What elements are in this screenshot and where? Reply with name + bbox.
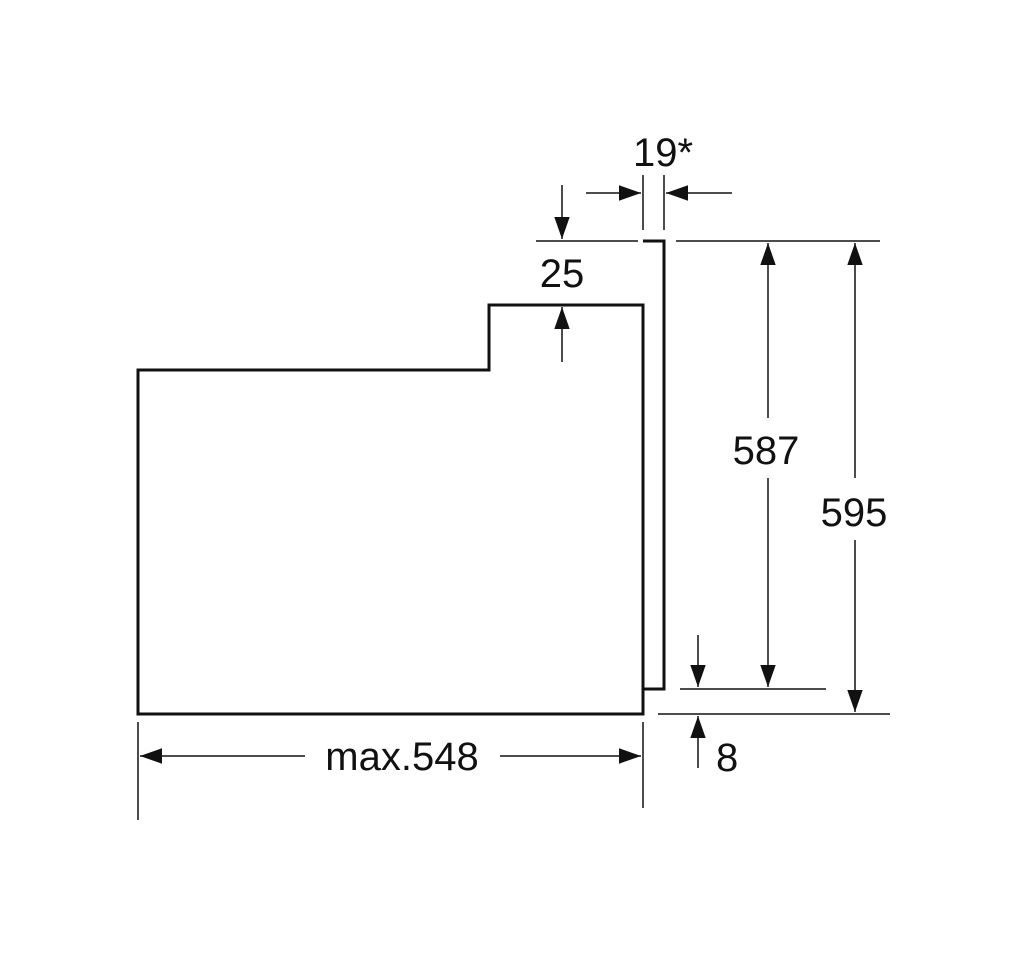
bottom-offset-label: 8 (716, 736, 738, 780)
top-step-label: 25 (540, 252, 585, 296)
total-height-label: 595 (821, 491, 888, 535)
front-thickness-label: 19* (633, 131, 693, 175)
front-panel-outline (643, 239, 666, 691)
depth-label: max.548 (325, 735, 478, 779)
front-height-label: 587 (733, 429, 800, 473)
oven-body-outline (136, 303, 645, 716)
